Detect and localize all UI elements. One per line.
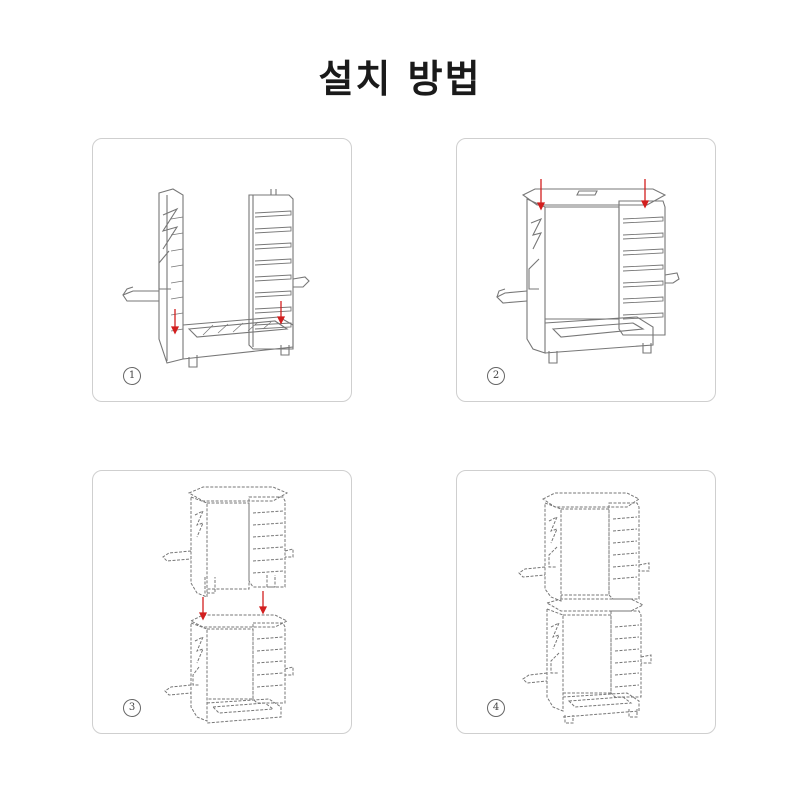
page-title: 설치 방법 bbox=[318, 57, 482, 101]
step-1-panel: 1 bbox=[92, 138, 352, 402]
step-4-illustration bbox=[518, 492, 652, 724]
step-4-panel: 4 bbox=[456, 470, 716, 734]
step-3-panel: 3 bbox=[92, 470, 352, 734]
step-2-panel: 2 bbox=[456, 138, 716, 402]
step-2-number: 2 bbox=[487, 367, 505, 385]
step-4-number: 4 bbox=[487, 699, 505, 717]
step-1-number: 1 bbox=[123, 367, 141, 385]
step-1-illustration bbox=[122, 188, 310, 368]
step-3-number: 3 bbox=[123, 699, 141, 717]
step-3-illustration bbox=[162, 486, 294, 724]
step-2-illustration bbox=[496, 179, 680, 364]
